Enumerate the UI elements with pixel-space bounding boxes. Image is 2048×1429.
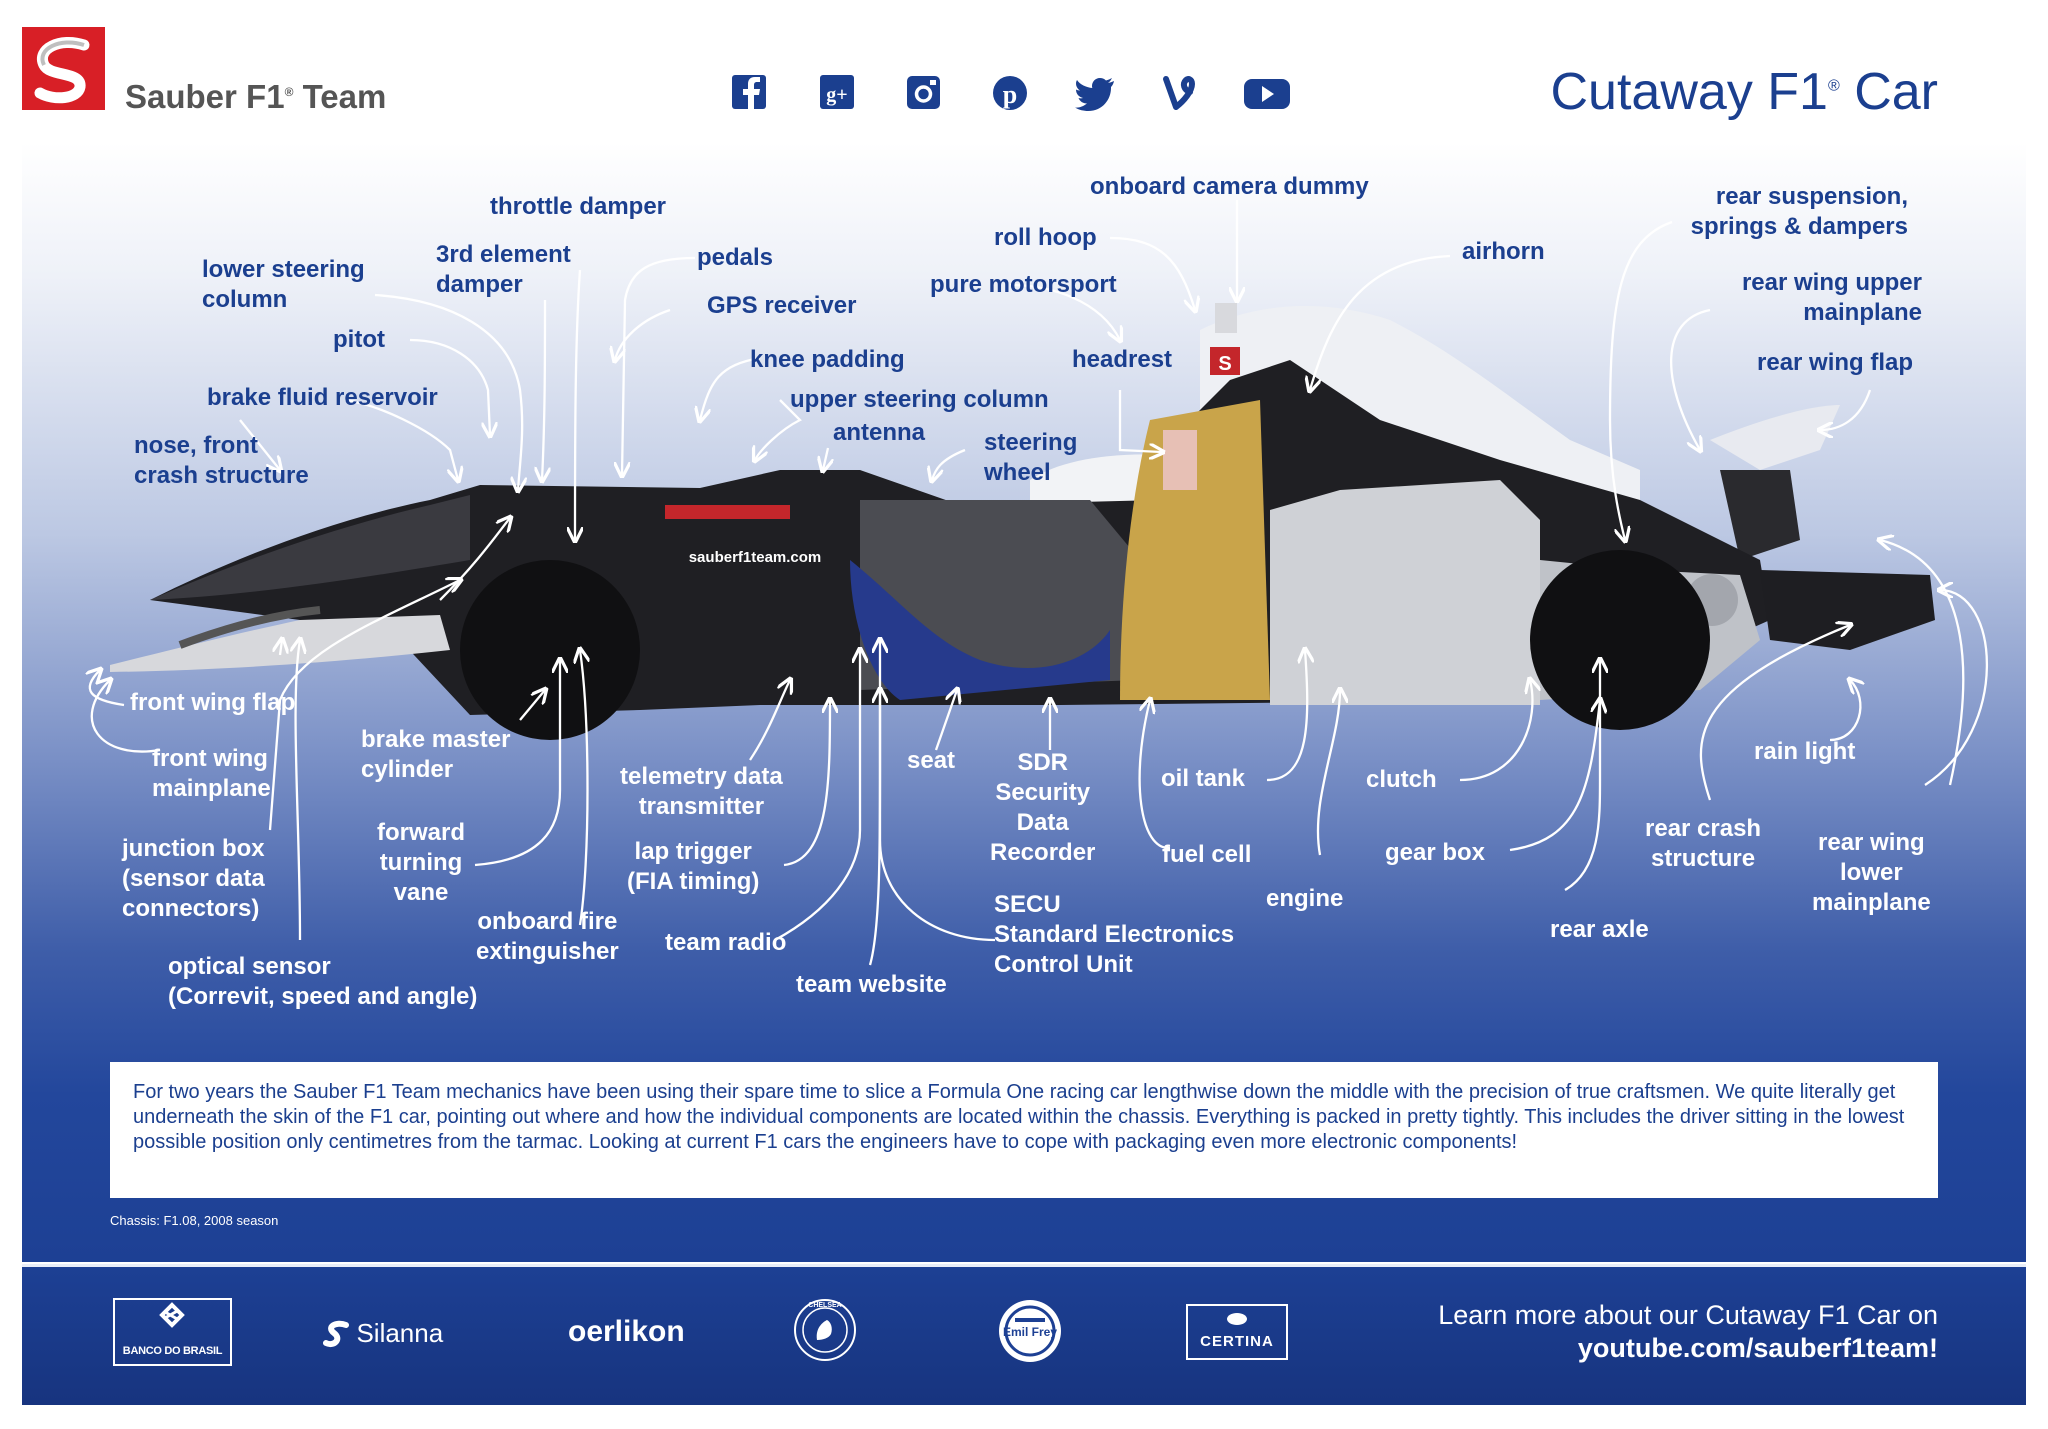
label-steering-wheel: steering wheel [984,429,1078,486]
sponsor-chelsea[interactable]: CHELSEA [793,1298,857,1362]
sauber-logo-icon [22,27,105,110]
label-forward-turning-vane: forward turning vane [377,819,466,906]
label-antenna: antenna [833,419,926,446]
label-pedals: pedals [697,244,774,271]
label-headrest: headrest [1072,346,1173,373]
vine-icon[interactable] [1160,73,1200,113]
label-fuel-cell: fuel cell [1162,841,1252,868]
label-rear-suspension: rear suspension, springs & dampers [1690,183,1908,240]
title-registered-mark: ® [1827,77,1840,95]
label-rear-axle: rear axle [1550,916,1649,943]
label-telemetry-data-transmitter: telemetry data transmitter [620,763,783,820]
youtube-cta-line1: Learn more about our Cutaway F1 Car on [1438,1300,1938,1330]
label-rear-wing-flap: rear wing flap [1757,349,1914,376]
label-seat: seat [907,747,956,774]
youtube-cta-link[interactable]: youtube.com/sauberf1team! [1577,1333,1938,1363]
sponsor-certina[interactable]: CERTINA [1186,1304,1288,1360]
label-junction-box: junction box (sensor data connectors) [122,835,265,922]
label-front-wing-flap: front wing flap [130,689,296,716]
label-brake-master-cylinder: brake master cylinder [361,726,511,783]
sponsor-silanna[interactable]: Silanna [322,1318,443,1349]
label-pitot: pitot [333,326,385,353]
youtube-icon[interactable] [1242,73,1290,113]
sponsor-emil-frey[interactable]: Emil Frey [997,1298,1063,1364]
emil-frey-logo-icon [999,1300,1061,1362]
label-upper-steering-column: upper steering column [790,386,1049,413]
label-nose-front-crash-structure: nose, front crash structure [134,432,309,489]
pinterest-icon[interactable]: p [990,73,1030,113]
label-onboard-camera-dummy: onboard camera dummy [1090,173,1369,200]
banco-do-brasil-logo-icon [159,1302,185,1328]
label-gps-receiver: GPS receiver [707,292,857,319]
label-3rd-element-damper: 3rd element damper [436,241,571,298]
label-engine: engine [1266,885,1344,912]
label-lap-trigger: lap trigger (FIA timing) [627,838,760,895]
sponsor-oerlikon[interactable]: oerlikon [568,1315,685,1348]
title-suffix: Car [1854,63,1938,121]
sponsor-label: BANCO DO BRASIL [122,1345,223,1357]
brand-registered-mark: ® [284,85,294,99]
chelsea-crest-icon [794,1299,856,1361]
label-clutch: clutch [1366,766,1437,793]
label-gear-box: gear box [1385,839,1486,866]
label-knee-padding: knee padding [750,346,905,373]
label-rear-crash-structure: rear crash structure [1645,815,1762,872]
label-airhorn: airhorn [1462,238,1545,265]
label-sdr: SDR Security Data Recorder [990,749,1096,866]
brand-suffix: Team [302,78,387,115]
description-box [110,1062,1938,1198]
sponsor-banco-do-brasil[interactable]: BANCO DO BRASIL [113,1298,232,1366]
label-optical-sensor: optical sensor (Correvit, speed and angl… [168,953,478,1010]
twitter-icon[interactable] [1074,73,1114,113]
label-onboard-fire-extinguisher: onboard fire extinguisher [476,908,619,965]
poster-title: Cutaway F1® Car [1551,62,1939,122]
sponsor-label: CERTINA [1200,1333,1274,1350]
label-team-website: team website [796,971,947,998]
label-roll-hoop: roll hoop [994,224,1097,251]
sponsor-label: CHELSEA [808,1302,842,1309]
brand-name: Sauber F1® Team [125,78,386,116]
label-pure-motorsport: pure motorsport [930,271,1117,298]
title-text: Cutaway F1 [1550,63,1828,121]
label-secu: SECU Standard Electronics Control Unit [994,891,1235,978]
description-text: For two years the Sauber F1 Team mechani… [133,1081,1905,1153]
label-rear-wing-upper-mainplane: rear wing upper mainplane [1741,269,1922,326]
instagram-icon[interactable] [904,73,944,113]
google-plus-icon[interactable]: g+ [818,73,858,113]
chassis-note: Chassis: F1.08, 2008 season [110,1213,279,1228]
svg-text:p: p [1003,80,1017,109]
label-rear-wing-lower-mainplane: rear wing lower mainplane [1812,829,1931,916]
facebook-icon[interactable] [730,73,770,113]
label-throttle-damper: throttle damper [490,193,667,220]
car-site-label: sauberf1team.com [689,549,822,566]
certina-turtle-icon [1227,1313,1247,1325]
brand-text: Sauber F1 [125,78,285,115]
label-rain-light: rain light [1754,738,1856,765]
sponsor-label: Emil Frey [1002,1325,1058,1339]
label-brake-fluid-reservoir: brake fluid reservoir [207,384,438,411]
label-oil-tank: oil tank [1161,765,1246,792]
svg-text:S: S [1218,353,1231,375]
sponsor-label: Silanna [356,1318,444,1348]
svg-text:g+: g+ [826,84,847,106]
silanna-logo-icon [323,1320,349,1347]
label-lower-steering-column: lower steering column [202,256,365,313]
label-front-wing-mainplane: front wing mainplane [152,745,271,802]
label-team-radio: team radio [665,929,787,956]
